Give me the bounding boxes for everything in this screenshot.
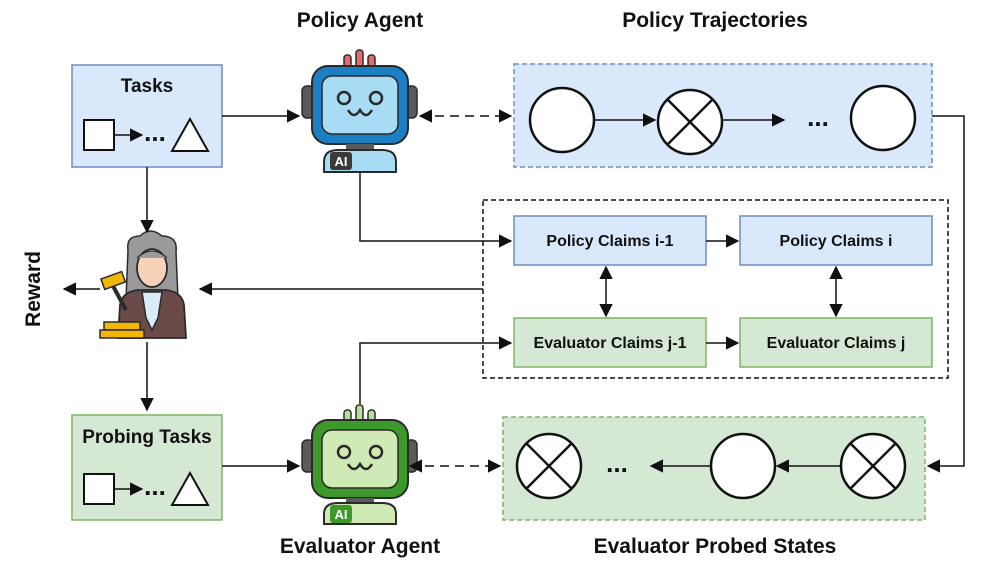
evaluator-probed-states-panel: ... [502, 416, 926, 521]
circle-icon [709, 432, 777, 500]
evaluator-claims-prev-box [513, 317, 707, 368]
probed-ellipsis: ... [606, 448, 628, 478]
evaluator-probed-states-title: Evaluator Probed States [594, 535, 837, 558]
policy-trajectories-title: Policy Trajectories [622, 9, 808, 32]
square-icon [83, 473, 115, 505]
reward-label: Reward [22, 251, 45, 327]
policy-claims-cur-box [739, 215, 933, 266]
judge-icon [99, 230, 187, 339]
trajectory-ellipsis: ... [807, 102, 829, 132]
policy-claims-prev-label: Policy Claims i-1 [546, 233, 673, 250]
probing-tasks-label: Probing Tasks [82, 427, 212, 448]
evaluator-claims-prev-label: Evaluator Claims j-1 [534, 335, 687, 352]
evaluator-agent-title: Evaluator Agent [280, 535, 440, 558]
policy-ai-badge: AI [335, 154, 348, 169]
policy-claims-cur-label: Policy Claims i [780, 233, 893, 250]
arrow-evaluator-to-claims [359, 336, 513, 404]
policy-robot-icon: AI [301, 49, 418, 173]
square-icon [83, 119, 115, 151]
probing-tasks-box: Probing Tasks ... [71, 414, 223, 521]
circle-icon [528, 86, 596, 154]
policy-claims-prev-box [513, 215, 707, 266]
evaluator-claims-cur-box [739, 317, 933, 368]
evaluator-claims-cur-label: Evaluator Claims j [767, 335, 906, 352]
tasks-label: Tasks [121, 76, 173, 97]
circle-icon [849, 84, 917, 152]
probing-tasks-ellipsis: ... [144, 471, 166, 501]
triangle-icon [170, 116, 210, 152]
tasks-box: Tasks ... [71, 64, 223, 168]
crossed-circle-icon [839, 432, 907, 500]
arrow-trajectories-to-probed [926, 115, 965, 473]
evaluator-robot-icon: AI [301, 404, 418, 525]
claims-panel: Policy Claims i-1 Policy Claims i Evalua… [482, 199, 949, 379]
policy-trajectories-panel: ... [513, 63, 933, 168]
triangle-icon [170, 470, 210, 506]
crossed-circle-icon [656, 88, 724, 156]
arrow-policy-to-claims [359, 172, 513, 248]
evaluator-ai-badge: AI [335, 507, 348, 522]
tasks-ellipsis: ... [144, 117, 166, 147]
crossed-circle-icon [515, 432, 583, 500]
policy-agent-title: Policy Agent [297, 9, 423, 32]
